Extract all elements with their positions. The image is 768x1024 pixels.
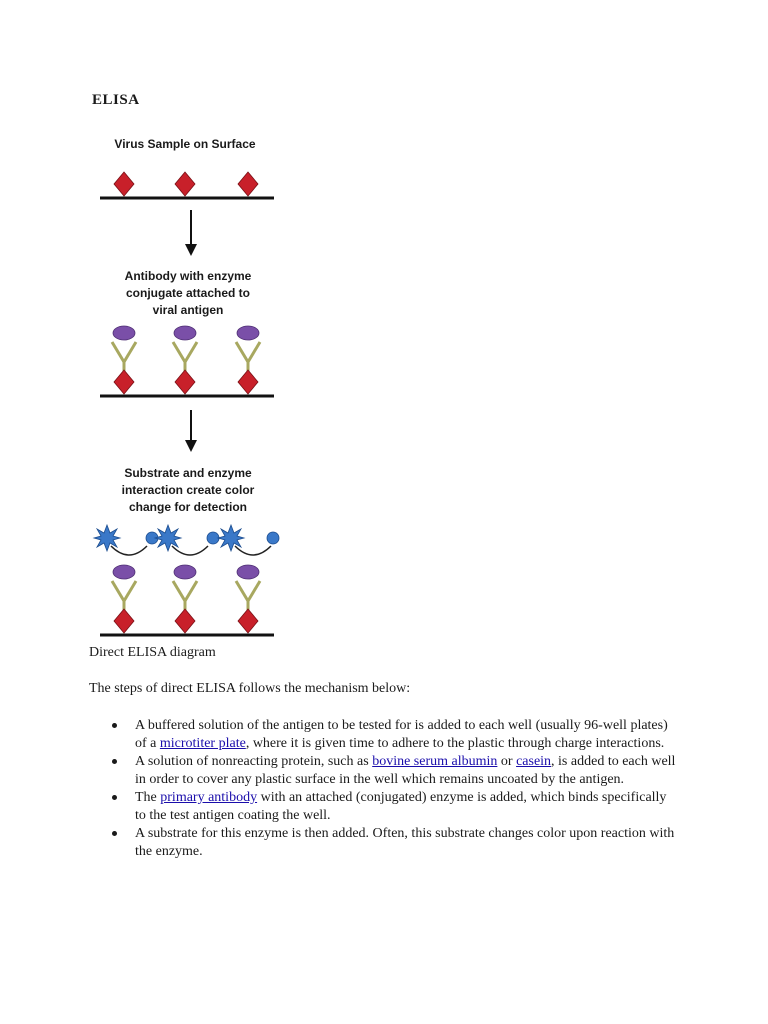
substrate-reaction (217, 524, 280, 556)
antigen-marker (237, 171, 259, 197)
list-item: The primary antibody with an attached (c… (110, 789, 680, 824)
antibody-complex (110, 564, 138, 634)
antibody-complex (110, 325, 138, 395)
antibody-complex (171, 325, 199, 395)
list-item: A substrate for this enzyme is then adde… (110, 825, 680, 860)
page-heading: ELISA (92, 92, 140, 108)
step2-label-line3: viral antigen (153, 303, 224, 317)
step3-label-line1: Substrate and enzyme (124, 466, 252, 480)
list-item: A buffered solution of the antigen to be… (110, 717, 680, 752)
antigen-marker (174, 171, 196, 197)
diagram-caption: Direct ELISA diagram (89, 645, 216, 660)
antibody-complex (171, 564, 199, 634)
step3-label-line2: interaction create color (122, 483, 255, 497)
antibody-complex (234, 325, 262, 395)
step3-reactions (93, 524, 280, 556)
substrate-reaction (154, 524, 220, 556)
bovine-serum-albumin-link[interactable]: bovine serum albumin (372, 754, 498, 769)
primary-antibody-link[interactable]: primary antibody (160, 790, 258, 805)
down-arrow-icon (185, 410, 197, 452)
step1-antigens (113, 171, 259, 197)
bullet-icon (112, 759, 117, 764)
antigen-marker (113, 171, 135, 197)
bullet-icon (112, 723, 117, 728)
step1-label: Virus Sample on Surface (114, 137, 255, 151)
antibody-complex (234, 564, 262, 634)
step2-complexes (110, 325, 262, 395)
down-arrow-icon (185, 210, 197, 256)
list-item: A solution of nonreacting protein, such … (110, 753, 680, 788)
casein-link[interactable]: casein (516, 754, 552, 769)
direct-elisa-diagram: Virus Sample on Surface Antibody with en… (93, 137, 280, 637)
step3-label-line3: change for detection (129, 500, 247, 514)
intro-paragraph: The steps of direct ELISA follows the me… (89, 681, 411, 696)
substrate-reaction (93, 524, 159, 556)
bullet-icon (112, 795, 117, 800)
step2-label-line1: Antibody with enzyme (125, 269, 252, 283)
step3-complexes (110, 564, 262, 634)
step2-label-line2: conjugate attached to (126, 286, 250, 300)
steps-list: A buffered solution of the antigen to be… (110, 717, 680, 861)
microtiter-plate-link[interactable]: microtiter plate (159, 735, 246, 751)
bullet-icon (112, 831, 117, 836)
